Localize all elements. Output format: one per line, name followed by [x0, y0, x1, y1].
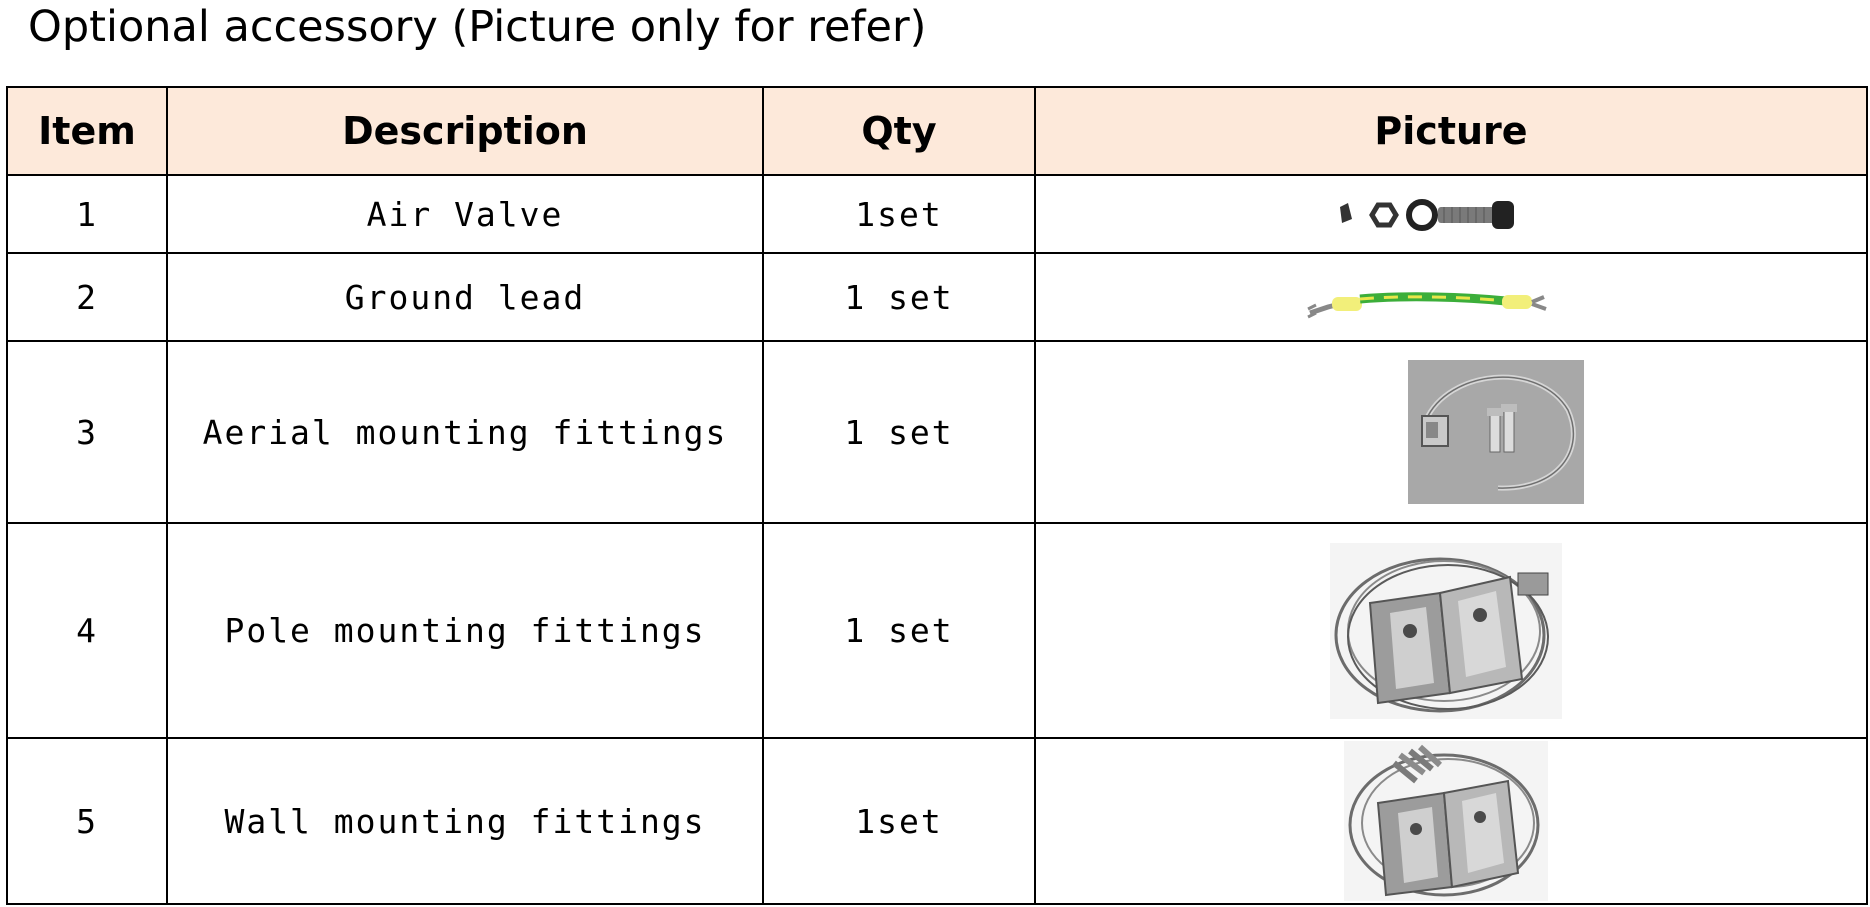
item-number: 5	[6, 737, 168, 905]
item-qty: 1set	[762, 737, 1036, 905]
item-description: Wall mounting fittings	[166, 737, 764, 905]
table-row: 4 Pole mounting fittings 1 set	[6, 522, 1868, 739]
item-number: 1	[6, 174, 168, 254]
table-row: 2 Ground lead 1 set	[6, 252, 1868, 342]
item-description: Ground lead	[166, 252, 764, 342]
item-picture	[1034, 522, 1868, 739]
item-qty: 1 set	[762, 522, 1036, 739]
table-row: 3 Aerial mounting fittings 1 set	[6, 340, 1868, 524]
table-header-row: Item Description Qty Picture	[6, 86, 1868, 176]
item-description: Pole mounting fittings	[166, 522, 764, 739]
table-row: 1 Air Valve 1set	[6, 174, 1868, 254]
item-picture	[1034, 174, 1868, 254]
item-description: Aerial mounting fittings	[166, 340, 764, 524]
item-qty: 1 set	[762, 252, 1036, 342]
accessory-table: Item Description Qty Picture 1 Air Valve…	[6, 86, 1868, 905]
column-header-picture: Picture	[1034, 86, 1868, 176]
pole-mounting-fittings-photo	[1330, 542, 1562, 719]
item-qty: 1set	[762, 174, 1036, 254]
aerial-mounting-fittings-photo	[1408, 360, 1584, 504]
item-qty: 1 set	[762, 340, 1036, 524]
item-picture	[1034, 737, 1868, 905]
item-number: 3	[6, 340, 168, 524]
item-number: 4	[6, 522, 168, 739]
wall-mounting-fittings-photo	[1344, 741, 1548, 901]
column-header-qty: Qty	[762, 86, 1036, 176]
item-picture	[1034, 252, 1868, 342]
item-description: Air Valve	[166, 174, 764, 254]
page-title: Optional accessory (Picture only for ref…	[28, 2, 927, 52]
column-header-item: Item	[6, 86, 168, 176]
air-valve-parts-icon	[1340, 199, 1514, 231]
ground-lead-cable-icon	[1307, 292, 1547, 319]
item-picture	[1034, 340, 1868, 524]
table-row: 5 Wall mounting fittings 1set	[6, 737, 1868, 905]
column-header-description: Description	[166, 86, 764, 176]
item-number: 2	[6, 252, 168, 342]
